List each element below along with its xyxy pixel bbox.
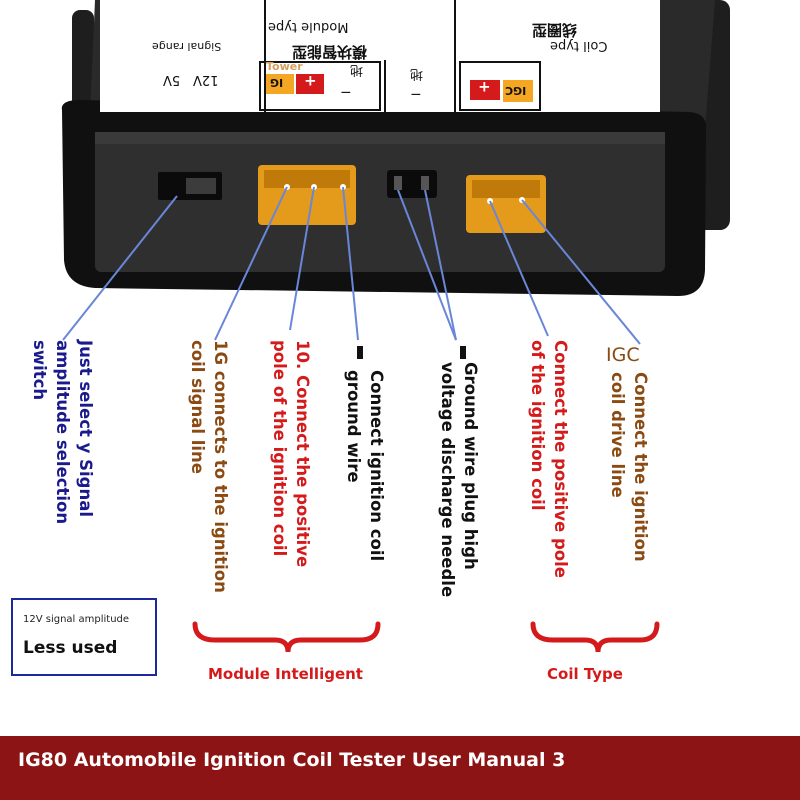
group-label-coil: Coil Type <box>547 665 623 683</box>
label-ground-coil: 地 <box>410 66 424 81</box>
callout-igc-prefix: IGC <box>606 344 640 366</box>
label-5v: 5V <box>163 72 181 87</box>
callout-ground-plug: Ground wire plug high voltage discharge … <box>438 362 480 598</box>
footer-bar: IG80 Automobile Ignition Coil Tester Use… <box>0 736 800 800</box>
callout-leaders <box>62 186 641 345</box>
note-small-text: 12V signal amplitude <box>23 614 130 625</box>
label-module-type-cn: 模块智能型 <box>292 43 368 61</box>
ig-tag <box>266 74 294 94</box>
ground-module-marker <box>357 346 363 359</box>
callout-ground-module: Connect ignition coil ground wire <box>344 370 386 562</box>
note-big-text: Less used <box>23 638 118 658</box>
module-connector[interactable] <box>258 165 356 225</box>
label-signal-range: Signal range <box>152 40 222 53</box>
callout-switch: Just select y Signal amplitude selection… <box>30 340 95 525</box>
signal-amplitude-note: 12V signal amplitude Less used <box>11 598 157 676</box>
ig-plus-tag <box>296 74 324 94</box>
label-minus-module: − <box>340 84 352 100</box>
igc-plus-tag <box>470 80 500 100</box>
label-ground-module: 地 <box>350 62 364 77</box>
label-igc-plus: + <box>478 78 491 96</box>
callout-ig-signal: 1G connects to the ignition coil signal … <box>188 340 230 593</box>
label-ig-plus: + <box>304 72 317 90</box>
footer-title: IG80 Automobile Ignition Coil Tester Use… <box>18 749 566 771</box>
callout-positive-coil: Connect the positive pole of the ignitio… <box>528 340 570 578</box>
ground-plug[interactable] <box>387 170 437 198</box>
group-label-module: Module Intelligent <box>208 665 363 683</box>
label-ig: IG <box>270 76 284 89</box>
coil-connector[interactable] <box>466 175 546 233</box>
label-module-type-en: Module type <box>268 19 349 34</box>
module-brace <box>192 621 381 653</box>
igc-tag <box>503 80 533 102</box>
label-12v: 12V <box>193 72 219 87</box>
watermark-center: Tower <box>266 60 303 73</box>
label-minus-coil: − <box>410 86 422 102</box>
callout-igc-drive: Connect the ignition coil drive line <box>608 372 650 562</box>
label-coil-type-en: Coil type <box>550 38 608 53</box>
label-igc: IGC <box>505 84 527 97</box>
ground-plug-marker <box>460 346 466 359</box>
callout-positive-module: 10. Connect the positive pole of the ign… <box>270 340 312 568</box>
device-front-panel <box>95 132 665 272</box>
watermark-left: Tower <box>146 55 186 69</box>
coil-brace <box>530 621 660 653</box>
signal-switch[interactable] <box>158 172 222 200</box>
